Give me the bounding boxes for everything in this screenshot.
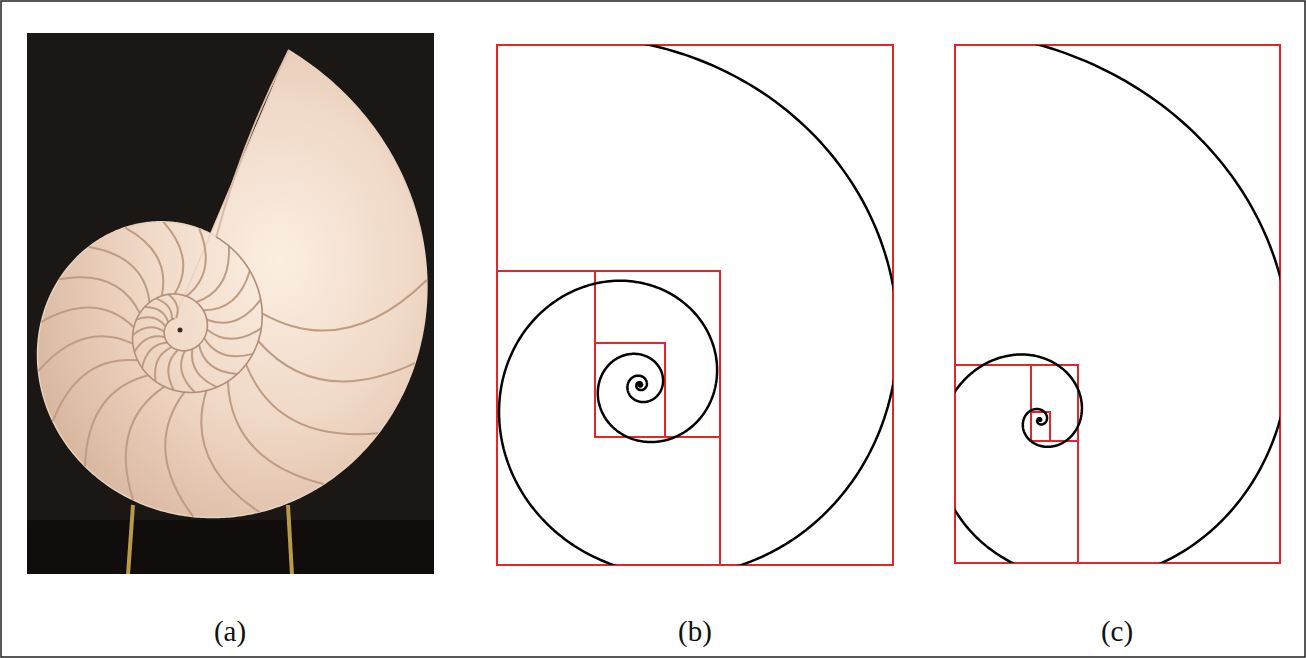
- shell-septum: [38, 336, 132, 371]
- shell-septum: [258, 341, 415, 381]
- shell-septum: [125, 228, 163, 296]
- shell-septum: [196, 246, 229, 302]
- shell-septum: [186, 229, 205, 297]
- shell-septum: [201, 391, 259, 512]
- shell-septum: [134, 336, 164, 352]
- photo-background: [27, 33, 434, 574]
- shell-septum: [53, 360, 138, 421]
- shell-septum: [192, 349, 217, 387]
- shell-septum: [204, 338, 253, 356]
- panel-label: (a): [214, 617, 246, 646]
- shell-septum: [136, 317, 165, 326]
- shell-septum: [207, 299, 261, 322]
- shell-septum: [207, 328, 261, 339]
- shell-septum: [59, 277, 139, 313]
- shell-septum: [262, 280, 427, 331]
- shell-septum: [246, 364, 378, 434]
- shell-septum: [203, 271, 250, 311]
- shell-septum: [142, 343, 167, 368]
- shell-septum: [163, 222, 183, 294]
- shell-septum: [126, 387, 165, 500]
- nautilus-shell: [27, 50, 434, 574]
- shell-septum: [41, 308, 134, 328]
- panel-label: (c): [1101, 617, 1133, 646]
- shell-septum: [156, 298, 172, 319]
- shell-septum: [168, 350, 178, 390]
- golden-rectangles-c: [955, 45, 1280, 563]
- shell-septum: [228, 381, 324, 484]
- shell-septum: [85, 375, 148, 466]
- golden-rectangles-b: [497, 45, 893, 565]
- shell-septum: [181, 351, 195, 393]
- log-spiral: [955, 45, 1280, 563]
- shell-septum: [155, 347, 172, 381]
- shell-aperture: [216, 50, 289, 237]
- shell-septum: [199, 345, 237, 374]
- log-spiral: [499, 45, 893, 565]
- shell-septum: [145, 307, 169, 322]
- shell-septum: [165, 392, 193, 516]
- shell-septum: [168, 294, 177, 318]
- shell-septum: [133, 327, 165, 335]
- shell-septum: [89, 247, 150, 302]
- panel-label: (b): [678, 617, 712, 646]
